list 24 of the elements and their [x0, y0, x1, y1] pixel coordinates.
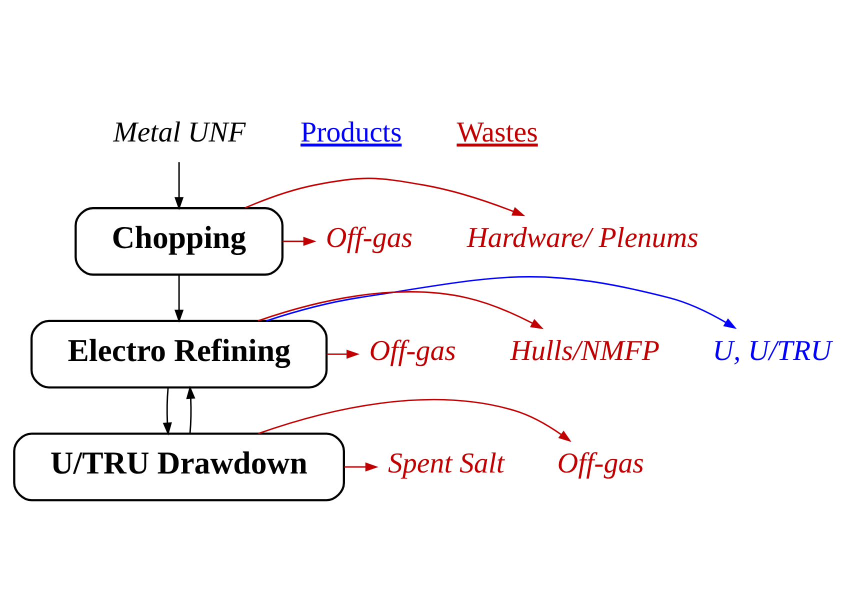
label: Products [300, 116, 402, 149]
arrow [186, 386, 196, 434]
arrow [266, 276, 737, 329]
node-box: Electro Refining [30, 320, 328, 388]
node-box: Chopping [74, 207, 284, 276]
node-text: Metal UNF [113, 116, 246, 149]
arrow [244, 178, 526, 216]
arrow [162, 388, 172, 436]
arrow [258, 398, 572, 442]
arrow [282, 236, 316, 246]
label: Wastes [456, 116, 538, 149]
arrow [174, 275, 184, 323]
node-text: Hulls/NMFP [510, 334, 660, 367]
arrow [326, 350, 360, 359]
node-text: Hardware/ Plenums [466, 222, 698, 254]
node-text: Off-gas [326, 222, 413, 254]
arrow [258, 291, 544, 330]
arrow [174, 162, 184, 210]
node-text: Spent Salt [388, 448, 504, 480]
arrow [344, 462, 378, 472]
node-box: U/TRU Drawdown [13, 432, 345, 502]
node-text: Off-gas [557, 448, 644, 480]
node-text: U, U/TRU [712, 334, 832, 367]
node-text: Off-gas [369, 334, 456, 367]
